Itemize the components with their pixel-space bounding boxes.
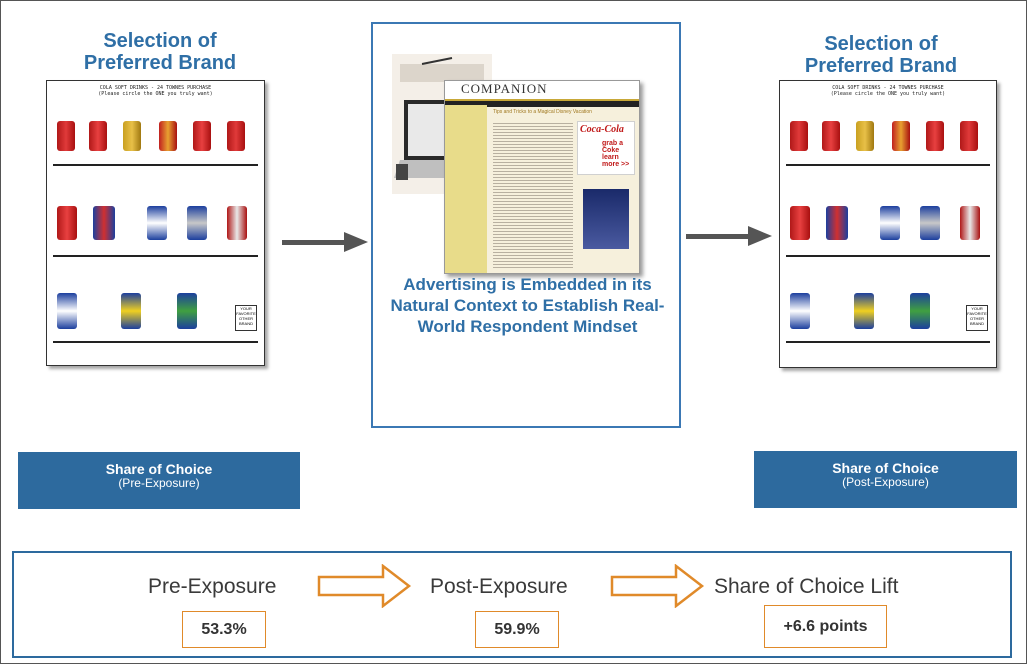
pre-button-sub: (Pre-Exposure)	[118, 476, 200, 490]
post-exposure-label: Post-Exposure	[430, 575, 568, 598]
cola-can	[57, 121, 75, 151]
cola-can	[177, 293, 197, 329]
pre-share-of-choice-button: Share of Choice (Pre-Exposure)	[18, 452, 300, 509]
cola-can	[822, 121, 840, 151]
coke-logo: Coca-Cola	[580, 124, 624, 135]
post-sheet-heading2: (Please circle the ONE you truly want)	[830, 91, 946, 97]
post-sheet-heading1: COLA SOFT DRINKS - 24 TOWNES PURCHASE	[832, 85, 944, 91]
summary-panel	[12, 551, 1012, 658]
post-sheet-heading: COLA SOFT DRINKS - 24 TOWNES PURCHASE (P…	[780, 85, 996, 97]
center-caption: Advertising is Embedded in its Natural C…	[390, 275, 665, 336]
castle-image	[583, 189, 629, 249]
article-body	[493, 121, 573, 269]
pre-sheet-heading2: (Please circle the ONE you truly want)	[98, 91, 213, 97]
cola-can	[227, 206, 247, 240]
cola-can	[227, 121, 245, 151]
cola-can	[960, 121, 978, 151]
other-brand-box: YOUR FAVORITE OTHER BRAND	[966, 305, 988, 331]
magazine-sidebar	[445, 105, 487, 273]
pre-title-line2: Preferred Brand	[83, 52, 237, 74]
post-button-sub: (Post-Exposure)	[842, 475, 929, 489]
pre-button-main: Share of Choice	[105, 461, 213, 477]
pre-sheet-heading: COLA SOFT DRINKS - 24 TOWNES PURCHASE (P…	[47, 85, 264, 97]
shelf-line	[53, 341, 258, 343]
shelf-line	[786, 341, 990, 343]
post-button-main: Share of Choice	[832, 460, 939, 476]
cola-can	[57, 293, 77, 329]
pre-exposure-label: Pre-Exposure	[148, 575, 277, 598]
cola-can	[193, 121, 211, 151]
pre-title-line1: Selection of	[103, 30, 217, 52]
post-share-of-choice-button: Share of Choice (Post-Exposure)	[754, 451, 1017, 508]
cola-can	[187, 206, 207, 240]
shelf-line	[53, 255, 258, 257]
coke-ad: Coca-Cola grab a Coke learn more >>	[577, 121, 635, 175]
lift-value: +6.6 points	[764, 605, 887, 648]
magazine-page: COMPANION Tips and Tricks to a Magical D…	[444, 80, 640, 274]
cola-can	[880, 206, 900, 240]
cola-can	[910, 293, 930, 329]
orange-arrow-icon	[317, 564, 412, 608]
ad-text: grab a Coke learn more >>	[602, 140, 630, 168]
cola-can	[159, 121, 177, 151]
cola-can	[57, 206, 77, 240]
cola-can	[123, 121, 141, 151]
cola-can	[926, 121, 944, 151]
article-title: Tips and Tricks to a Magical Disney Vaca…	[493, 109, 592, 115]
post-column-title: Selection of Preferred Brand	[781, 33, 981, 77]
cola-can	[960, 206, 980, 240]
post-title-line2: Preferred Brand	[804, 55, 958, 77]
cola-can	[147, 206, 167, 240]
shelf-line	[786, 164, 990, 166]
lift-label: Share of Choice Lift	[714, 575, 899, 598]
pre-column-title: Selection of Preferred Brand	[60, 30, 260, 74]
cola-can	[892, 121, 910, 151]
cola-can	[826, 206, 848, 240]
other-brand-box: YOUR FAVORITE OTHER BRAND	[235, 305, 257, 331]
right-arrow-icon	[282, 232, 368, 252]
shelf-line	[53, 164, 258, 166]
cola-can	[854, 293, 874, 329]
cola-can	[920, 206, 940, 240]
magazine-nav	[445, 101, 639, 107]
cola-can	[93, 206, 115, 240]
post-shelf-sheet: COLA SOFT DRINKS - 24 TOWNES PURCHASE (P…	[779, 80, 997, 368]
cola-can	[790, 293, 810, 329]
pre-sheet-heading1: COLA SOFT DRINKS - 24 TOWNES PURCHASE	[99, 85, 212, 91]
cola-can	[790, 206, 810, 240]
cola-can	[856, 121, 874, 151]
cola-can	[121, 293, 141, 329]
post-title-line1: Selection of	[824, 33, 938, 55]
cola-can	[790, 121, 808, 151]
cola-can	[89, 121, 107, 151]
shelf-line	[786, 255, 990, 257]
post-exposure-value: 59.9%	[475, 611, 559, 648]
right-arrow-icon	[686, 226, 772, 246]
orange-arrow-icon	[610, 564, 705, 608]
magazine-title: COMPANION	[445, 81, 639, 101]
pre-shelf-sheet: COLA SOFT DRINKS - 24 TOWNES PURCHASE (P…	[46, 80, 265, 366]
pre-exposure-value: 53.3%	[182, 611, 266, 648]
